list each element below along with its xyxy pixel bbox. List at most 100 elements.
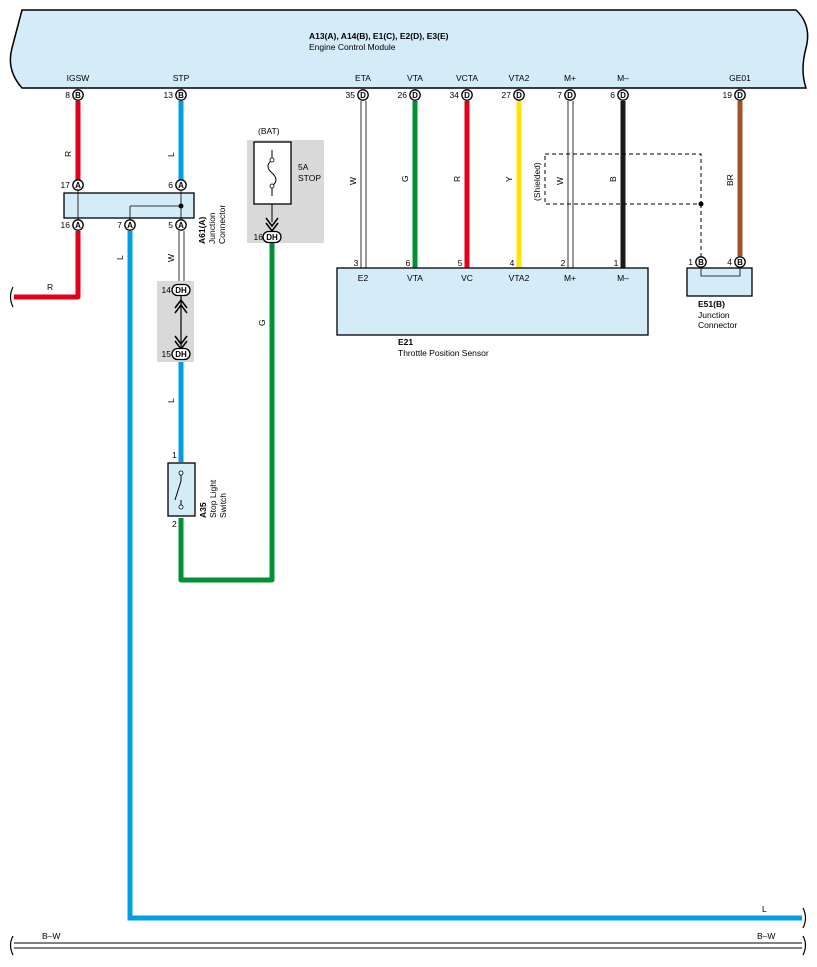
ecm-pin-vcta-conn: D xyxy=(464,91,470,100)
a61-name-1: Junction xyxy=(207,212,217,244)
a61-pins: 17 A 6 A 16 A 7 A 5 A xyxy=(61,179,187,231)
fuse-name: STOP xyxy=(298,173,321,183)
a61-pin-5: 5 xyxy=(168,220,173,230)
ecm-pin-mplus-terminal: M+ xyxy=(564,73,576,83)
label-l-bottom: L xyxy=(762,904,767,914)
a61-name-2: Connector xyxy=(217,205,227,244)
label-stp: L xyxy=(166,152,176,157)
ecm-pin-vta-num: 26 xyxy=(398,90,408,100)
a35-name-1: Stop Light xyxy=(208,479,218,518)
a61-id: A61(A) xyxy=(197,216,207,244)
e21-pin-vta-num: 6 xyxy=(406,258,411,268)
e21-pins: 3 E2 6 VTA 5 VC 4 VTA2 2 M+ 1 M– xyxy=(354,258,630,283)
e21-pin-e2-terminal: E2 xyxy=(358,273,369,283)
e51-pin1: 1 xyxy=(688,257,693,267)
junction-a61: A61(A) Junction Connector xyxy=(63,187,227,244)
ecm-pin-eta-terminal: ETA xyxy=(355,73,371,83)
fuse-pin: 16 xyxy=(254,232,264,242)
inline-pin-a-conn: DH xyxy=(175,286,187,295)
ecm-pin-vta2-terminal: VTA2 xyxy=(509,73,530,83)
shield-label: (Shielded) xyxy=(532,162,542,201)
ecm-pin-vta2-conn: D xyxy=(516,91,522,100)
a61-pin-6-conn: A xyxy=(178,181,184,190)
a61-pin-17: 17 xyxy=(61,180,71,190)
a61-pin-6: 6 xyxy=(168,180,173,190)
label-vta: G xyxy=(400,175,410,182)
a61-pin-16-conn: A xyxy=(75,221,81,230)
a35-id: A35 xyxy=(198,502,208,518)
e21-pin-mminus-terminal: M– xyxy=(617,273,629,283)
ecm-pin-eta-num: 35 xyxy=(346,90,356,100)
junction-e51: E51(B) Junction Connector xyxy=(686,267,753,330)
label-ge01: BR xyxy=(725,174,735,186)
stop-light-switch-a35: 1 2 A35 Stop Light Switch xyxy=(167,450,228,529)
fuse-5a-stop: (BAT) 5A STOP xyxy=(247,126,324,243)
label-vta2: Y xyxy=(504,176,514,182)
label-vcta: R xyxy=(452,176,462,182)
fuse-source: (BAT) xyxy=(258,126,280,136)
fuse-rating: 5A xyxy=(298,162,309,172)
a35-pin2: 2 xyxy=(172,519,177,529)
ecm-pin-mminus-terminal: M– xyxy=(617,73,629,83)
ecm-pin-igsw-conn: B xyxy=(75,91,81,100)
label-eta: W xyxy=(348,177,358,185)
ecm-pin-igsw-terminal: IGSW xyxy=(67,73,90,83)
wire-labels: R L R L W L G W G R Y W B BR L B–W B–W xyxy=(42,151,775,941)
e51-name-1: Junction xyxy=(698,310,730,320)
e21-pin-vta-terminal: VTA xyxy=(407,273,423,283)
e21-pin-vta2-terminal: VTA2 xyxy=(509,273,530,283)
ecm-box: A13(A), A14(B), E1(C), E2(D), E3(E) Engi… xyxy=(9,9,809,89)
label-g-fuse: G xyxy=(257,319,267,326)
ecm-pin-vta-terminal: VTA xyxy=(407,73,423,83)
a35-name-2: Switch xyxy=(218,493,228,518)
ecm-pin-mplus-num: 7 xyxy=(557,90,562,100)
wire-r-out xyxy=(14,231,81,300)
e21-pin-mminus-num: 1 xyxy=(614,258,619,268)
a61-pin-5-conn: A xyxy=(178,221,184,230)
ecm-pin-mminus-num: 6 xyxy=(610,90,615,100)
wires xyxy=(14,101,802,949)
e51-pin4-conn: B xyxy=(737,258,743,267)
label-bw-right: B–W xyxy=(757,931,775,941)
label-mminus: B xyxy=(608,176,618,182)
e21-pin-vc-terminal: VC xyxy=(461,273,473,283)
wire-mplus xyxy=(567,101,574,268)
label-igsw: R xyxy=(63,151,73,157)
e51-id: E51(B) xyxy=(698,299,725,309)
a35-pin1: 1 xyxy=(172,450,177,460)
e21-name: Throttle Position Sensor xyxy=(398,348,489,358)
ecm-pin-vcta-terminal: VCTA xyxy=(456,73,478,83)
ecm-pin-vcta-num: 34 xyxy=(450,90,460,100)
e21-id: E21 xyxy=(398,337,413,347)
inline-pin-b-conn: DH xyxy=(175,350,187,359)
ecm-pin-ge01-num: 19 xyxy=(723,90,733,100)
label-l-down: L xyxy=(166,398,176,403)
a61-pin-7: 7 xyxy=(117,220,122,230)
ecm-pin-ge01-conn: D xyxy=(737,91,743,100)
e51-pin1-conn: B xyxy=(698,258,704,267)
e21-pin-mplus-terminal: M+ xyxy=(564,273,576,283)
inline-pin-b: 15 xyxy=(162,349,172,359)
wire-g-fuse xyxy=(178,242,275,583)
ecm-pin-ge01-terminal: GE01 xyxy=(729,73,751,83)
label-r-out: R xyxy=(47,282,53,292)
ecm-pin-stp-conn: B xyxy=(178,91,184,100)
e51-name-2: Connector xyxy=(698,320,737,330)
ecm-pins: IGSW 8 B STP 13 B ETA 35 D VTA 26 D VCTA… xyxy=(65,73,751,101)
a61-pin-16: 16 xyxy=(61,220,71,230)
wire-eta xyxy=(360,101,367,268)
wire-w-j5 xyxy=(178,231,185,284)
ecm-pin-eta-conn: D xyxy=(360,91,366,100)
label-bw-left: B–W xyxy=(42,931,60,941)
label-w-j5: W xyxy=(166,254,176,262)
label-mplus: W xyxy=(555,177,565,185)
break-markers xyxy=(9,286,807,956)
shield: (Shielded) xyxy=(532,153,704,258)
ecm-pin-mminus-conn: D xyxy=(620,91,626,100)
e51-pins: 1 B 4 B xyxy=(688,256,746,268)
ecm-id: A13(A), A14(B), E1(C), E2(D), E3(E) xyxy=(309,31,449,41)
e51-pin4: 4 xyxy=(727,257,732,267)
ecm-pin-vta2-num: 27 xyxy=(502,90,512,100)
ecm-name: Engine Control Module xyxy=(309,42,396,52)
